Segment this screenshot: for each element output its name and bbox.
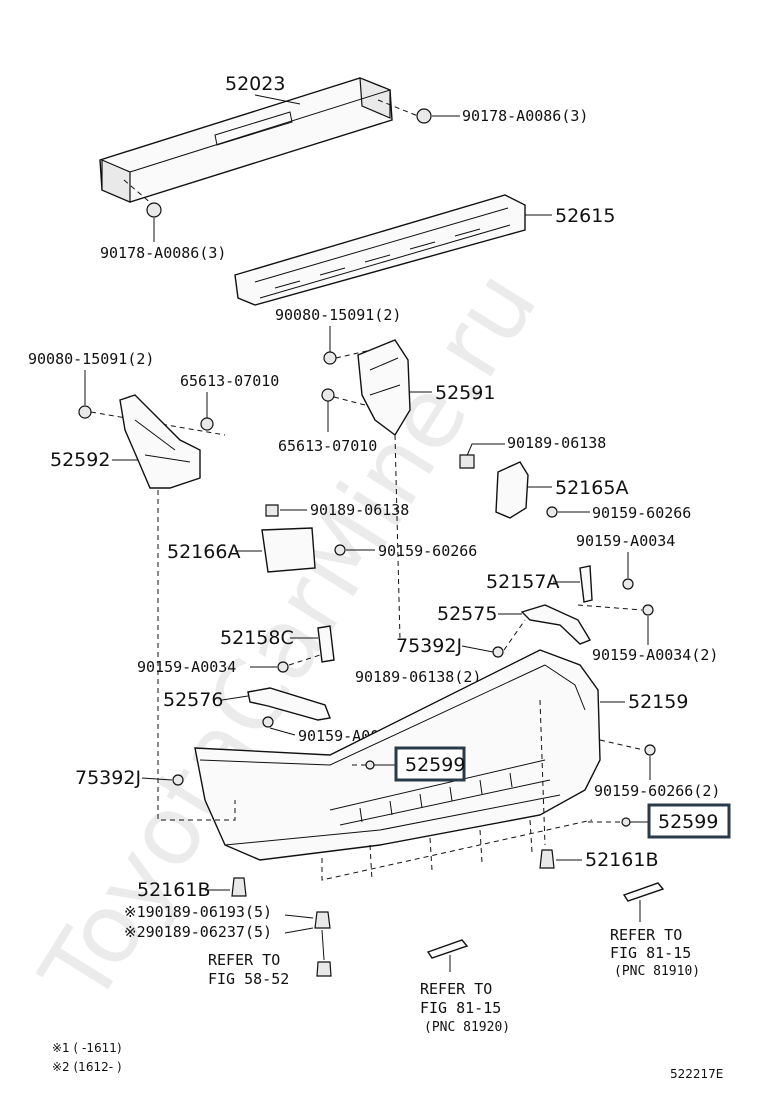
label-90159-60266-left: 90159-60266 [378, 542, 477, 560]
label-52575: 52575 [437, 603, 497, 625]
label-75392J-upper: 75392J [396, 635, 462, 657]
reinforcement-beam-52023[interactable] [99, 77, 393, 203]
label-52161B-left: 52161B [137, 879, 210, 901]
refer-3-line3: (PNC 81910) [614, 964, 700, 979]
label-52023: 52023 [225, 73, 285, 95]
screw-90159-A0034-upper[interactable] [622, 578, 634, 590]
label-90159-60266-2: 90159-60266(2) [594, 782, 720, 800]
reflector-81920[interactable] [426, 939, 469, 959]
refer-3-line1: REFER TO [610, 926, 682, 944]
label-52615: 52615 [555, 205, 615, 227]
screw-90159-A0034-right[interactable] [642, 604, 654, 616]
clip-90189-06193[interactable] [314, 911, 331, 929]
screw-90159-60266-lower[interactable] [644, 744, 656, 756]
diagram-code: 522217E [670, 1067, 723, 1081]
clip-52161B-left[interactable] [231, 877, 247, 897]
label-90178-A0086-left: 90178-A0086(3) [100, 244, 226, 262]
refer-2-line2: FIG 81-15 [420, 999, 501, 1017]
retainer-52575[interactable] [520, 604, 592, 645]
label-90159-A0034-2-right: 90159-A0034(2) [592, 646, 718, 664]
clip-90189-left[interactable] [265, 504, 279, 517]
nut-90178-left[interactable] [146, 202, 162, 218]
refer-1-line1: REFER TO [208, 951, 280, 969]
label-90189-06138-left: 90189-06138 [310, 501, 409, 519]
label-52159: 52159 [628, 691, 688, 713]
footnote-1: ※1 ( -1611) [52, 1041, 122, 1055]
bracket-52592[interactable] [119, 394, 201, 489]
label-90189-06193: ※190189-06193(5) [124, 903, 272, 921]
label-90178-A0086-right: 90178-A0086(3) [462, 107, 588, 125]
screw-90159-60266-left[interactable] [334, 544, 346, 556]
label-52161B-right: 52161B [585, 849, 658, 871]
label-65613-07010-left: 65613-07010 [180, 372, 279, 390]
clip-65613-right[interactable] [321, 388, 335, 402]
reflector-81910[interactable] [622, 882, 665, 902]
label-90159-A0034-upper: 90159-A0034 [576, 532, 675, 550]
highlight-box-52599-left[interactable] [394, 746, 466, 782]
clip-75392J-upper[interactable] [492, 646, 504, 658]
label-52158C: 52158C [220, 627, 294, 649]
label-52599-left: 52599 [405, 754, 465, 776]
retainer-52599-left-pin[interactable] [365, 760, 375, 770]
retainer-52158C[interactable] [317, 625, 335, 663]
refer-3-line2: FIG 81-15 [610, 944, 691, 962]
label-75392J-lower: 75392J [75, 767, 141, 789]
label-52576: 52576 [163, 689, 223, 711]
clip-52161B-right[interactable] [539, 849, 555, 869]
clip-90189-upper[interactable] [459, 454, 475, 469]
label-90189-06138-2: 90189-06138(2) [355, 668, 481, 686]
clip-90080-right[interactable] [323, 351, 337, 365]
screw-90159-A0034-lower[interactable] [262, 716, 274, 728]
highlight-box-52599-right[interactable] [647, 803, 731, 839]
screw-90159-60266-upper[interactable] [546, 506, 558, 518]
label-52591: 52591 [435, 382, 495, 404]
label-90080-15091-left: 90080-15091(2) [28, 350, 154, 368]
label-90159-A0034-left: 90159-A0034 [137, 658, 236, 676]
spacer-52166A[interactable] [261, 527, 316, 573]
clip-75392J-lower[interactable] [172, 774, 184, 786]
screw-90159-A0034-left[interactable] [277, 661, 289, 673]
label-52166A: 52166A [167, 541, 240, 563]
label-52157A: 52157A [486, 571, 559, 593]
bracket-52591[interactable] [357, 339, 411, 437]
clip-65613-left[interactable] [200, 417, 214, 431]
nut-90178-right[interactable] [416, 108, 432, 124]
label-90080-15091-right: 90080-15091(2) [275, 306, 401, 324]
retainer-52576[interactable] [247, 687, 331, 721]
spacer-52165A[interactable] [495, 461, 529, 519]
refer-2-line3: (PNC 81920) [424, 1020, 510, 1035]
label-90189-06237: ※290189-06237(5) [124, 923, 272, 941]
part-refer-58-52[interactable] [316, 961, 332, 977]
energy-absorber-52615[interactable] [234, 194, 526, 306]
label-52592: 52592 [50, 449, 110, 471]
retainer-52599-right-pin[interactable] [621, 817, 631, 827]
label-52599-right: 52599 [658, 811, 718, 833]
label-90189-06138-upper: 90189-06138 [507, 434, 606, 452]
retainer-52157A[interactable] [579, 565, 593, 603]
label-52165A: 52165A [555, 477, 628, 499]
clip-90080-left[interactable] [78, 405, 92, 419]
footnote-2: ※2 (1612- ) [52, 1060, 122, 1074]
label-90159-60266-upper: 90159-60266 [592, 504, 691, 522]
label-65613-07010-right: 65613-07010 [278, 437, 377, 455]
refer-2-line1: REFER TO [420, 980, 492, 998]
refer-1-line2: FIG 58-52 [208, 970, 289, 988]
